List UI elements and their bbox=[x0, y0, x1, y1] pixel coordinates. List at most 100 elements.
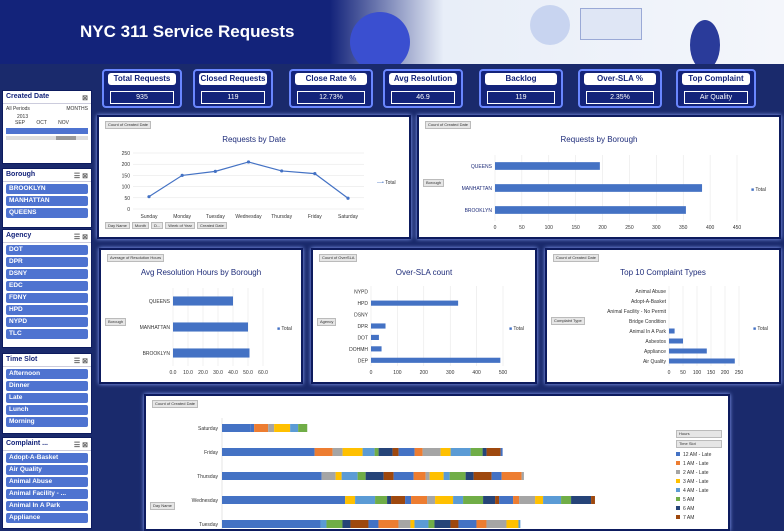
filter-clear-icon[interactable]: ☰ ⊠ bbox=[73, 173, 88, 180]
slicer-item[interactable]: Appliance bbox=[6, 513, 88, 523]
value-field-tag[interactable]: Count of Created Date bbox=[425, 121, 472, 129]
bar-segment bbox=[425, 472, 430, 480]
x-tick-label: Tuesday bbox=[206, 214, 225, 220]
slicer-item[interactable]: QUEENS bbox=[6, 208, 88, 218]
slicer-item[interactable]: Dinner bbox=[6, 381, 88, 391]
slicer-item[interactable]: Morning bbox=[6, 417, 88, 427]
x-tick-label: 150 bbox=[571, 225, 580, 231]
legend-item: 5 AM bbox=[676, 496, 711, 505]
kpi-value: 119 bbox=[201, 91, 265, 104]
field-filter-button[interactable]: Month bbox=[131, 222, 150, 229]
bar-segment bbox=[450, 448, 471, 456]
timeline-bar[interactable] bbox=[6, 128, 88, 134]
kpi-value: 119 bbox=[487, 91, 555, 104]
value-field-tag[interactable]: Count of Created Date bbox=[105, 121, 152, 129]
timeline-month[interactable]: OCT bbox=[36, 120, 47, 126]
field-filter-button[interactable]: Week of Year bbox=[165, 222, 195, 229]
category-label: Animal Facility - No Permit bbox=[607, 309, 667, 315]
field-filter-button[interactable]: Borough bbox=[105, 318, 127, 326]
category-label: BROOKLYN bbox=[143, 351, 171, 357]
slicer-item[interactable]: NYPD bbox=[6, 317, 88, 327]
slicer-item[interactable]: Lunch bbox=[6, 405, 88, 415]
bar bbox=[173, 296, 233, 306]
bar-segment bbox=[222, 520, 321, 528]
field-filter-button[interactable]: D... bbox=[151, 222, 164, 229]
category-label: DOT bbox=[357, 335, 368, 341]
bar-segment bbox=[413, 472, 426, 480]
slicer-item[interactable]: FDNY bbox=[6, 293, 88, 303]
category-label: HPD bbox=[357, 301, 368, 307]
bar-segment bbox=[222, 496, 346, 504]
bar bbox=[173, 348, 250, 358]
page-title: NYC 311 Service Requests bbox=[80, 22, 295, 41]
legend-swatch bbox=[676, 488, 680, 492]
field-filter-button[interactable]: Day Name bbox=[150, 502, 175, 510]
legend-label: 3 AM - Late bbox=[683, 479, 709, 485]
field-filter-button[interactable]: Time Slot bbox=[676, 440, 722, 448]
slicer-item[interactable]: Air Quality bbox=[6, 465, 88, 475]
field-filter-button[interactable]: Borough bbox=[423, 179, 445, 187]
bar-segment bbox=[453, 496, 464, 504]
field-filter-button[interactable]: Day Name bbox=[105, 222, 130, 229]
slicer-item[interactable]: Animal Abuse bbox=[6, 477, 88, 487]
bar-segment bbox=[519, 496, 536, 504]
slicer-item[interactable]: EDC bbox=[6, 281, 88, 291]
value-field-tag[interactable]: Count of Created Date bbox=[553, 254, 600, 262]
x-tick-label: 400 bbox=[472, 370, 481, 376]
slicer-item[interactable]: DOT bbox=[6, 245, 88, 255]
bar-segment bbox=[476, 520, 487, 528]
bar-segment bbox=[320, 520, 327, 528]
x-tick-label: 20.0 bbox=[198, 370, 208, 376]
x-tick-label: 500 bbox=[499, 370, 508, 376]
bar-segment bbox=[521, 472, 524, 480]
data-point bbox=[147, 195, 151, 199]
slicer-item[interactable]: Afternoon bbox=[6, 369, 88, 379]
chart-legend: —• Total bbox=[377, 180, 396, 186]
slicer-item[interactable]: HPD bbox=[6, 305, 88, 315]
bar-segment bbox=[458, 520, 477, 528]
slicer-item[interactable]: Animal In A Park bbox=[6, 501, 88, 511]
filter-clear-icon[interactable]: ☰ ⊠ bbox=[73, 358, 88, 365]
bar-segment bbox=[342, 520, 351, 528]
legend-item: 3 AM - Late bbox=[676, 478, 711, 487]
value-field-tag[interactable]: Average of Resolution Hours bbox=[107, 254, 165, 262]
value-field-tag[interactable]: Count of OverSLA bbox=[319, 254, 358, 262]
field-filter-button[interactable]: Created Date bbox=[197, 222, 227, 229]
chart-requests-by-date: Count of Created Date Requests by Date 0… bbox=[97, 115, 411, 239]
slicer-item[interactable]: Late bbox=[6, 393, 88, 403]
filter-clear-icon[interactable]: ☰ ⊠ bbox=[73, 442, 88, 449]
timeline-scrollbar[interactable] bbox=[6, 136, 88, 140]
legend-swatch bbox=[676, 515, 680, 519]
slicer-item[interactable]: Animal Facility - ... bbox=[6, 489, 88, 499]
filter-clear-icon[interactable]: ⊠ bbox=[82, 95, 88, 102]
value-field-tag[interactable]: Count of Created Date bbox=[152, 400, 199, 408]
field-filter-button[interactable]: Hours bbox=[676, 430, 722, 438]
period-unit-dropdown[interactable]: MONTHS bbox=[66, 106, 88, 112]
bar-segment bbox=[440, 448, 451, 456]
bar bbox=[371, 346, 382, 352]
slicer-item[interactable]: MANHATTAN bbox=[6, 196, 88, 206]
slicer-item[interactable]: DSNY bbox=[6, 269, 88, 279]
slicer-item[interactable]: DPR bbox=[6, 257, 88, 267]
category-label: Asbestos bbox=[645, 339, 666, 345]
timeline-month[interactable]: SEP bbox=[15, 120, 25, 126]
bar-segment bbox=[410, 520, 415, 528]
bar-segment bbox=[591, 496, 595, 504]
field-filter-button[interactable]: Agency bbox=[317, 318, 337, 326]
x-tick-label: 350 bbox=[679, 225, 688, 231]
bar-segment bbox=[345, 496, 356, 504]
timeline-month[interactable]: NOV bbox=[58, 120, 70, 126]
slicer-item[interactable]: BROOKLYN bbox=[6, 184, 88, 194]
filter-clear-icon[interactable]: ☰ ⊠ bbox=[73, 234, 88, 241]
x-tick-label: Sunday bbox=[141, 214, 158, 220]
bar-segment bbox=[535, 496, 544, 504]
slicer-item[interactable]: TLC bbox=[6, 329, 88, 339]
slicer-item[interactable]: Adopt-A-Basket bbox=[6, 453, 88, 463]
bar bbox=[371, 357, 501, 363]
field-filter-button[interactable]: Complaint Type bbox=[551, 317, 585, 325]
bar-segment bbox=[222, 472, 322, 480]
bar-segment bbox=[341, 472, 358, 480]
x-tick-label: 0.0 bbox=[170, 370, 177, 376]
